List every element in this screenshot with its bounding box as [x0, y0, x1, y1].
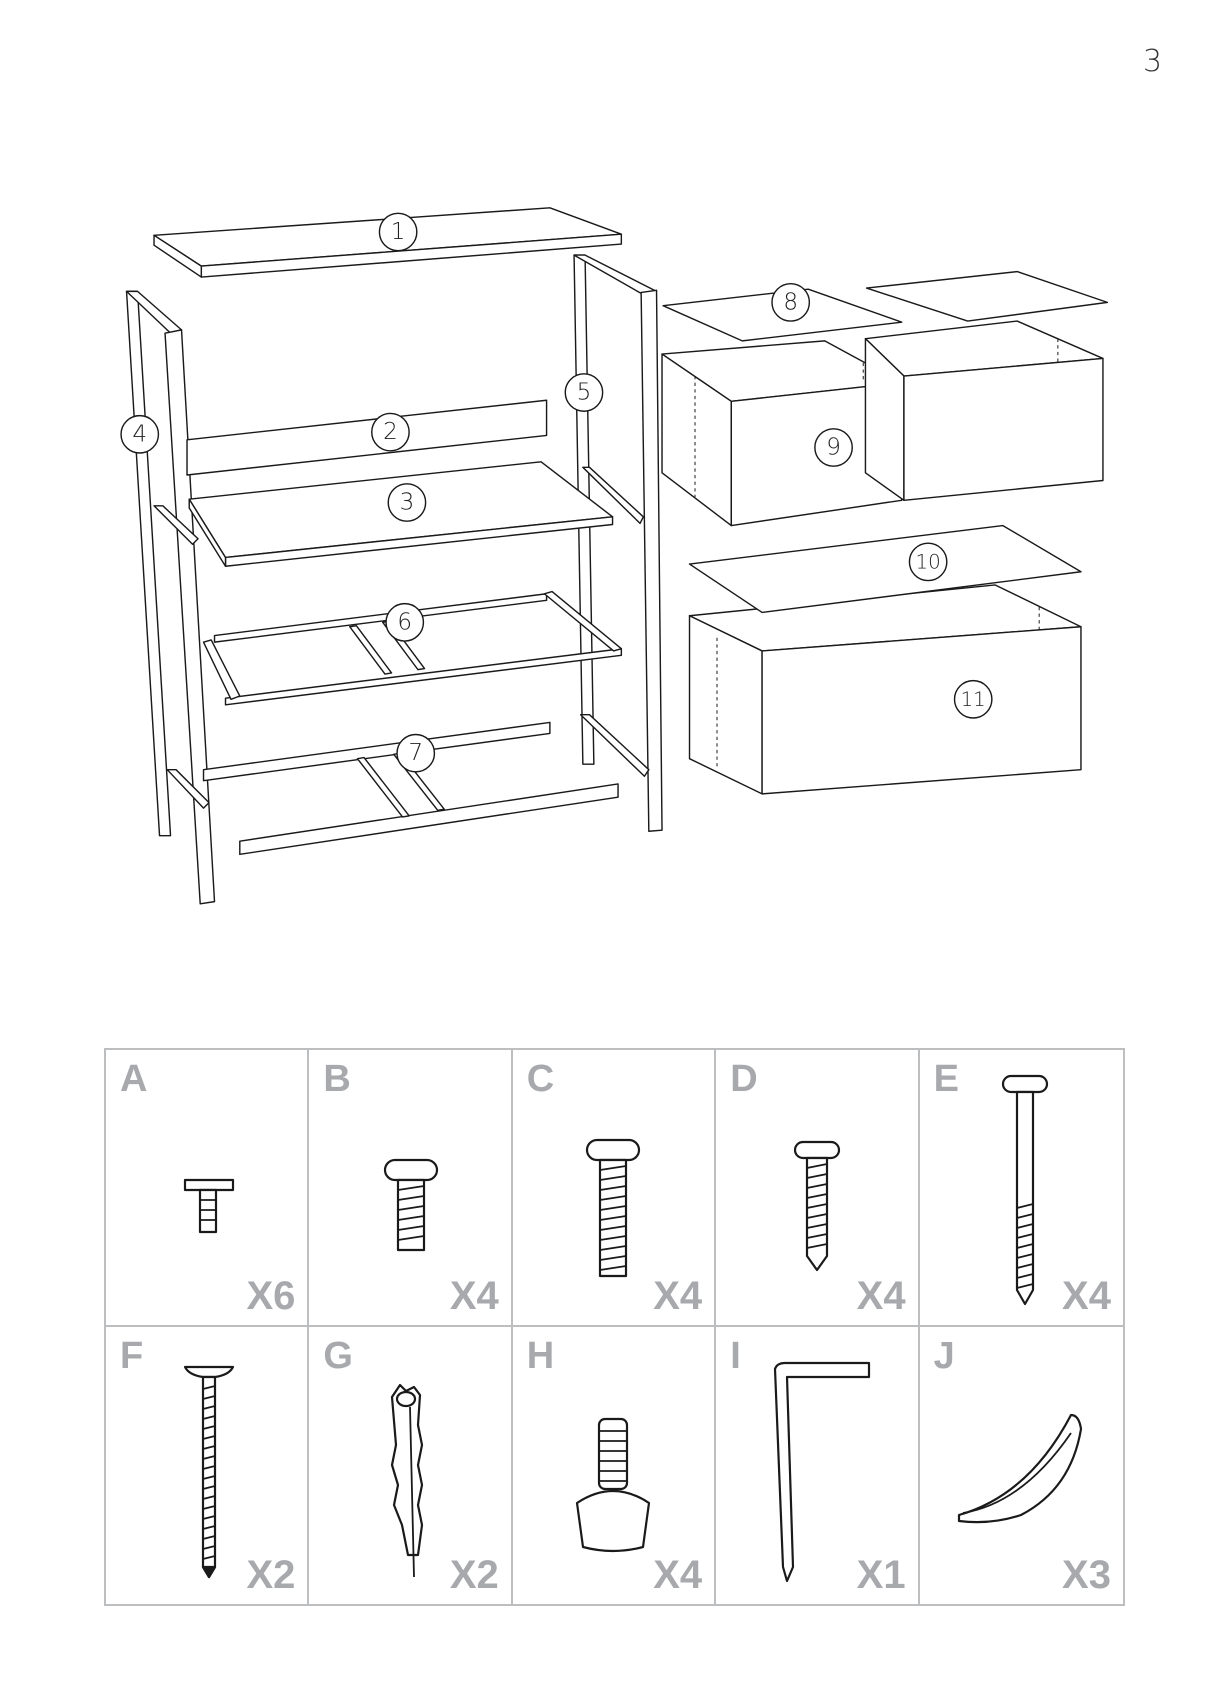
svg-text:8: 8	[783, 289, 798, 315]
svg-text:11: 11	[961, 688, 986, 711]
svg-text:3: 3	[400, 489, 415, 515]
part-letter: I	[730, 1335, 741, 1377]
svg-text:4: 4	[132, 421, 147, 447]
back-panel	[186, 399, 548, 476]
allen-key-icon	[773, 1361, 870, 1583]
base-frame	[202, 721, 619, 856]
part-count: X4	[856, 1274, 906, 1318]
wall-plug-icon	[390, 1383, 424, 1578]
part-count: X6	[246, 1274, 296, 1318]
long-wood-screw-icon	[1002, 1074, 1049, 1306]
part-count: X1	[856, 1553, 906, 1597]
part-label-5: 5	[564, 373, 604, 412]
hardware-cell-h: H X4	[513, 1327, 717, 1604]
short-bolt-icon	[383, 1158, 439, 1252]
part-letter: F	[120, 1335, 144, 1377]
part-letter: C	[526, 1058, 555, 1100]
part-count: X2	[449, 1553, 499, 1597]
svg-text:10: 10	[916, 550, 941, 573]
t-bolt-icon	[183, 1178, 234, 1234]
part-letter: G	[323, 1335, 353, 1377]
page-number: 3	[1143, 44, 1163, 79]
part-count: X4	[653, 1553, 703, 1597]
long-bolt-icon	[586, 1138, 641, 1278]
countersunk-screw-icon	[183, 1365, 234, 1579]
part-letter: A	[120, 1058, 148, 1100]
hardware-cell-i: I X1	[716, 1327, 920, 1604]
side-frame-left	[125, 290, 216, 905]
handle-icon	[958, 1413, 1083, 1524]
part-count: X4	[653, 1274, 703, 1318]
side-frame-right	[573, 254, 663, 832]
svg-text:6: 6	[397, 609, 412, 635]
part-count: X4	[449, 1274, 499, 1318]
part-letter: D	[730, 1058, 758, 1100]
part-label-6: 6	[385, 602, 425, 642]
hardware-cell-j: J X3	[920, 1327, 1123, 1604]
part-label-8: 8	[771, 282, 811, 322]
svg-text:7: 7	[408, 740, 423, 766]
part-letter: B	[323, 1058, 351, 1100]
hardware-cell-e: E X4	[919, 1050, 1123, 1327]
adjustable-foot-icon	[576, 1417, 651, 1553]
part-count: X4	[1062, 1274, 1111, 1318]
part-letter: E	[933, 1058, 959, 1100]
svg-text:2: 2	[383, 419, 398, 445]
hardware-cell-c: C X4	[512, 1050, 717, 1327]
svg-text:1: 1	[391, 219, 406, 245]
hardware-cell-f: F X2	[106, 1327, 310, 1604]
part-label-1: 1	[378, 212, 418, 252]
hardware-cell-a: A X6	[106, 1050, 310, 1327]
part-label-9: 9	[814, 428, 853, 467]
part-letter: H	[526, 1335, 555, 1377]
part-label-2: 2	[371, 412, 410, 452]
part-label-10: 10	[908, 542, 948, 582]
svg-text:9: 9	[826, 435, 841, 461]
drawer-box-right	[864, 270, 1109, 502]
part-label-3: 3	[387, 483, 427, 522]
part-count: X3	[1062, 1553, 1111, 1597]
hardware-cell-d: D X4	[716, 1050, 920, 1327]
hardware-cell-g: G X2	[309, 1327, 513, 1604]
hardware-cell-b: B X4	[309, 1050, 513, 1327]
part-label-11: 11	[953, 679, 993, 719]
drawer-box-large	[688, 524, 1082, 795]
part-count: X2	[246, 1553, 296, 1597]
part-letter: J	[933, 1335, 955, 1377]
svg-text:5: 5	[577, 380, 592, 406]
part-label-4: 4	[120, 414, 160, 454]
wood-screw-icon	[793, 1140, 840, 1272]
part-label-7: 7	[396, 733, 436, 773]
hardware-table: A X6 B X4 C X4 D X4 E X4 F X2 G X2 H X4 …	[104, 1048, 1125, 1606]
shelf-frame	[202, 590, 623, 706]
